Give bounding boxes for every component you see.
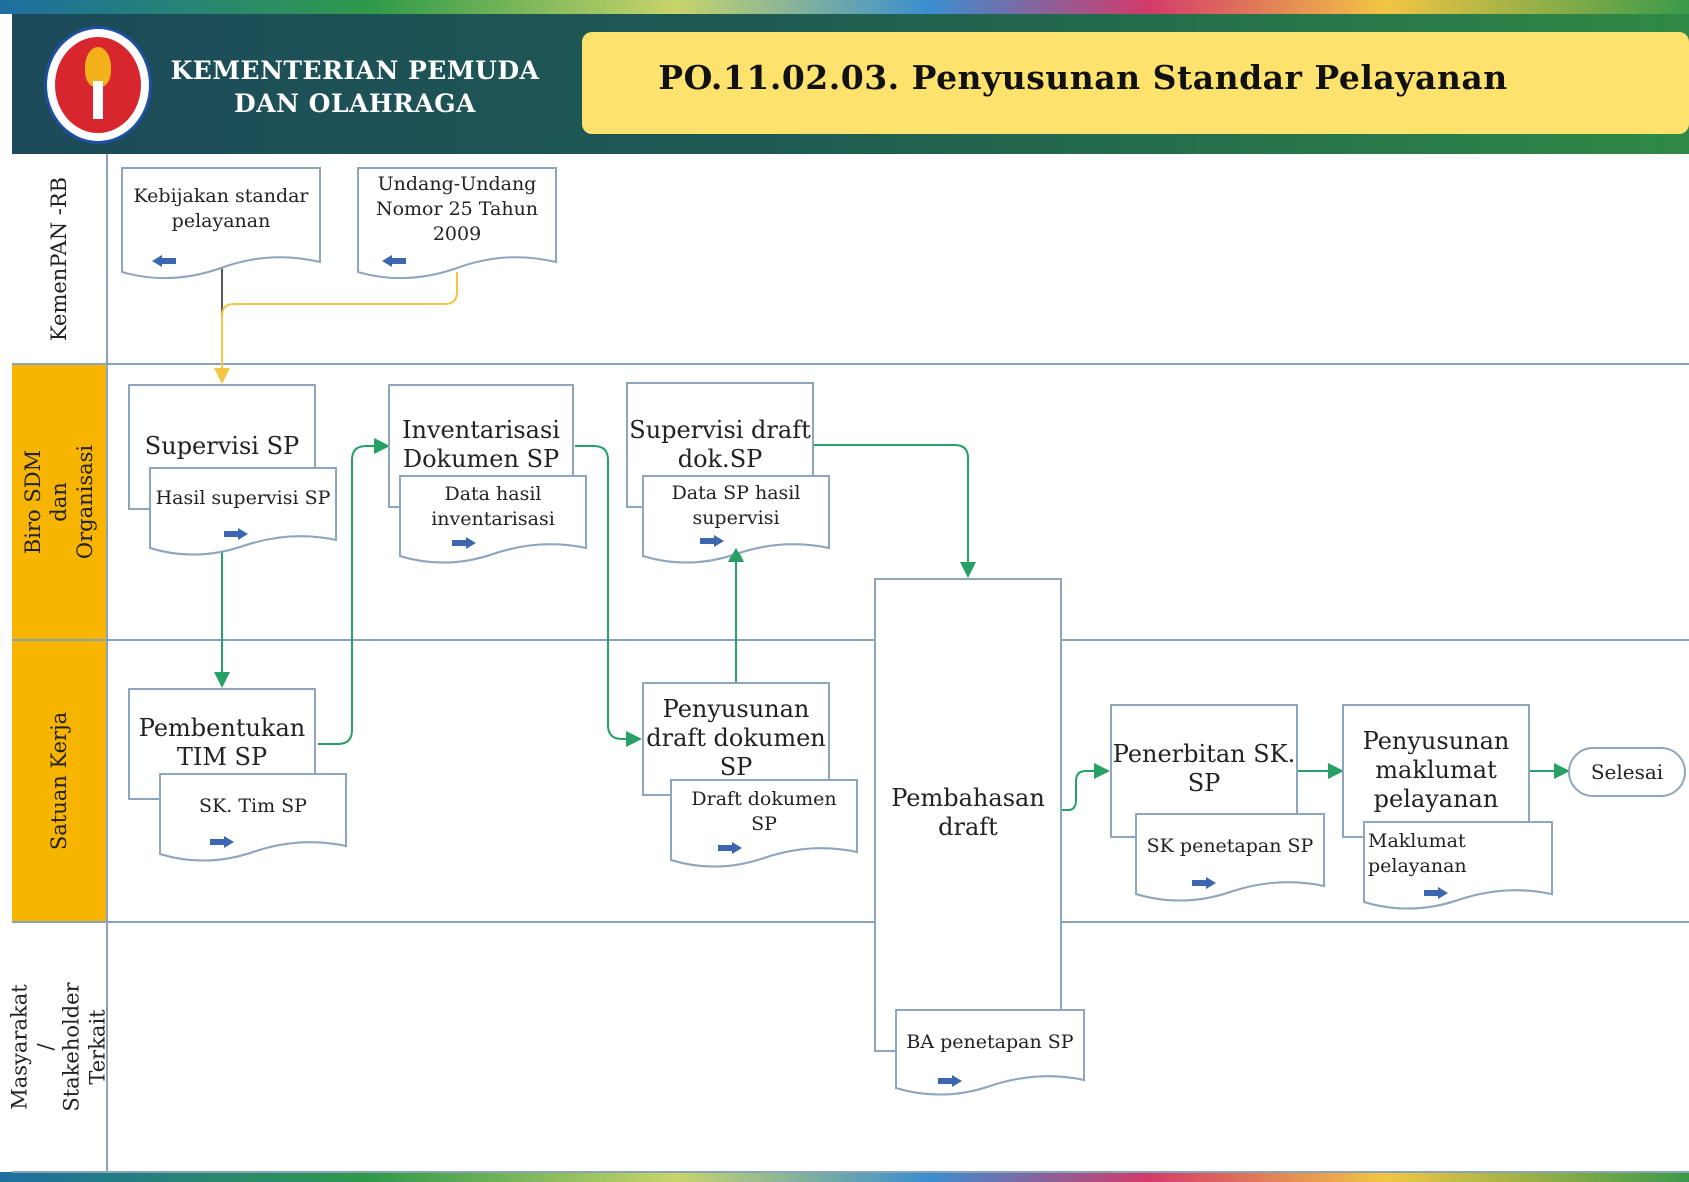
- lane-divider: [12, 363, 1689, 365]
- organization-name: KEMENTERIAN PEMUDA DAN OLAHRAGA: [170, 54, 540, 120]
- ministry-logo: [44, 26, 152, 144]
- doc-ba-penetapan-label: BA penetapan SP: [906, 1031, 1074, 1053]
- bottom-color-stripe: [0, 1172, 1689, 1182]
- process-penyusunan-maklumat: [1342, 704, 1530, 838]
- doc-data-sp-hasil-supervisi-label: Data SP hasil supervisi: [671, 482, 801, 529]
- process-pembahasan-label: Pembahasan draft: [891, 784, 1045, 841]
- process-penerbitan-label: Penerbitan SK. SP: [1112, 740, 1296, 797]
- org-name-line1: KEMENTERIAN PEMUDA: [170, 56, 540, 85]
- doc-draft-dokumen-label: Draft dokumen SP: [691, 788, 837, 835]
- lane-label-biro-sdm: Biro SDM dan Organisasi: [12, 364, 108, 640]
- process-pembentukan-label: Pembentukan TIM SP: [138, 714, 306, 771]
- doc-hasil-supervisi-label: Hasil supervisi SP: [155, 487, 331, 509]
- lane-divider: [12, 639, 1689, 641]
- terminator-selesai-label: Selesai: [1590, 760, 1664, 784]
- lane-label-masyarakat: Masyarakat / Stakeholder Terkait: [8, 922, 110, 1172]
- doc-sk-penetapan-label: SK penetapan SP: [1146, 835, 1314, 857]
- doc-maklumat-label: Maklumat pelayanan: [1368, 830, 1467, 877]
- lane-divider: [12, 921, 1689, 923]
- lane-divider: [12, 1171, 1689, 1173]
- title-box: [582, 32, 1689, 134]
- process-penyusunan-maklumat-label: Penyusunan maklumat pelayanan: [1362, 727, 1510, 813]
- process-supervisi-sp-label: Supervisi SP: [144, 432, 300, 460]
- process-supervisi-draft-label: Supervisi draft dok.SP: [629, 416, 811, 473]
- doc-uu-label: Undang-Undang Nomor 25 Tahun 2009: [375, 173, 539, 245]
- process-penyusunan-draft: [642, 682, 830, 796]
- lane-label-satuan-kerja: Satuan Kerja: [12, 640, 108, 922]
- process-penyusunan-draft-label: Penyusunan draft dokumen SP: [646, 695, 826, 781]
- doc-data-hasil-inventarisasi-label: Data hasil inventarisasi: [431, 483, 555, 530]
- org-name-line2: DAN OLAHRAGA: [234, 89, 476, 118]
- process-inventarisasi-label: Inventarisasi Dokumen SP: [402, 416, 560, 473]
- lane-label-kemenpan: KemenPAN -RB: [12, 154, 108, 364]
- top-color-stripe: [0, 0, 1689, 14]
- doc-kebijakan-label: Kebijakan standar pelayanan: [133, 185, 309, 232]
- page-title: PO.11.02.03. Penyusunan Standar Pelayana…: [658, 58, 1508, 97]
- doc-sk-tim-label: SK. Tim SP: [199, 795, 307, 817]
- terminator-selesai: [1568, 747, 1686, 797]
